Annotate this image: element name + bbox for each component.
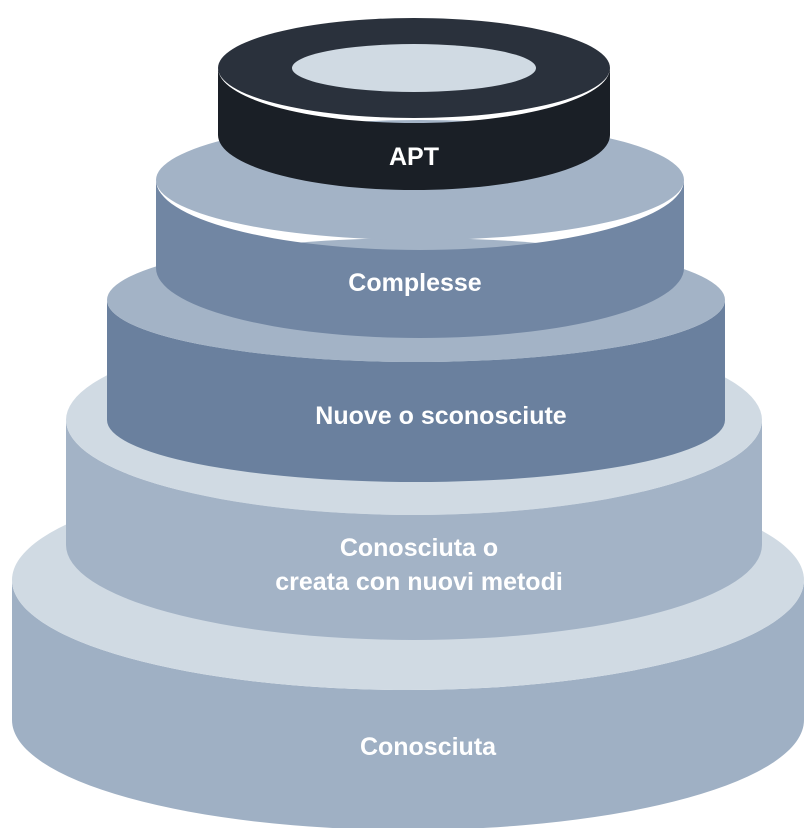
tier-apt: APT: [218, 18, 610, 190]
tier-known-label: Conosciuta: [360, 733, 497, 761]
tier-complex-side: [156, 180, 684, 338]
tier-apt-label: APT: [389, 143, 439, 171]
tier-apt-side: [218, 68, 610, 190]
tier-known-new-methods-label-line1: Conosciuta o: [340, 534, 498, 562]
tier-new-unknown-label: Nuove o sconosciute: [315, 402, 567, 430]
tier-new-unknown-side: [107, 300, 725, 482]
tier-apt-center: [292, 44, 536, 92]
tier-complex-label: Complesse: [348, 269, 481, 297]
tier-known-new-methods-side: [66, 420, 762, 640]
tier-known-side: [12, 580, 804, 828]
tier-known-new-methods-label-line2: creata con nuovi metodi: [275, 568, 563, 596]
